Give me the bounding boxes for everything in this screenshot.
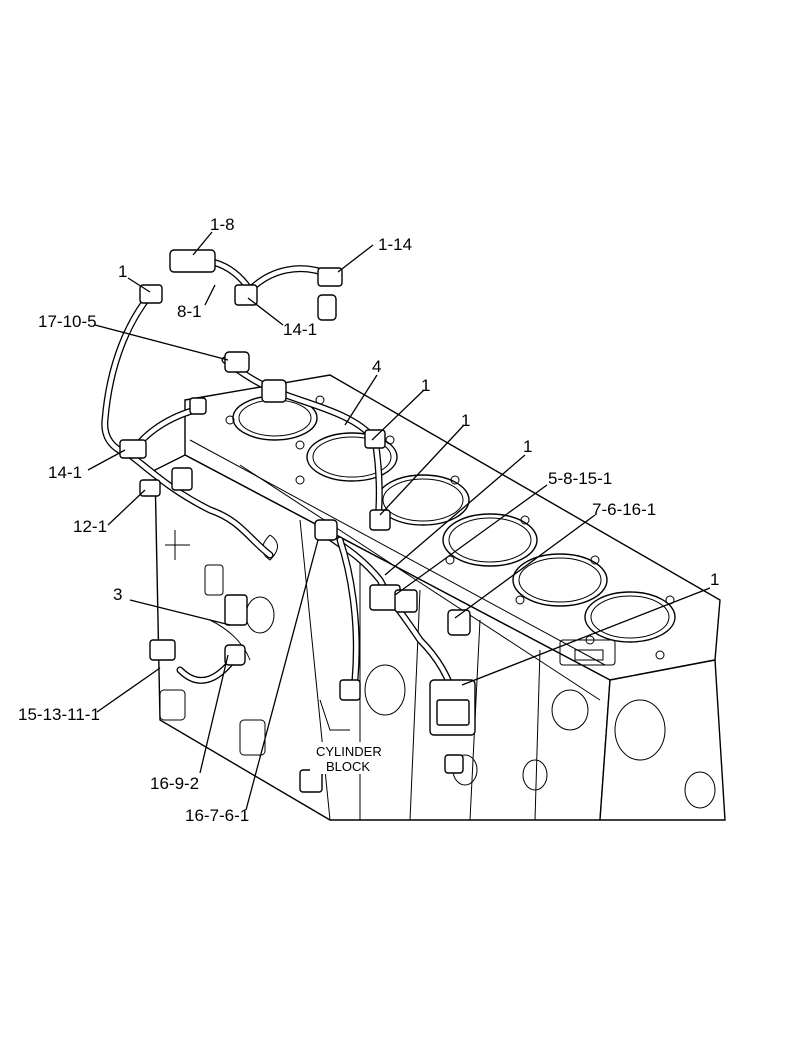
cylinder-block-label: CYLINDER BLOCK bbox=[310, 742, 382, 774]
callout-8-1: 8-1 bbox=[177, 302, 202, 321]
callout-16-7-6-1: 16-7-6-1 bbox=[185, 806, 249, 825]
callout-3: 3 bbox=[113, 585, 122, 604]
leader-lines bbox=[87, 231, 711, 811]
cylinder-block bbox=[154, 374, 726, 821]
callout-1-top: 1 bbox=[118, 262, 127, 281]
callout-12-1: 12-1 bbox=[73, 517, 107, 536]
callout-16-9-2: 16-9-2 bbox=[150, 774, 199, 793]
callout-1-8: 1-8 bbox=[210, 215, 235, 234]
callout-1-a: 1 bbox=[421, 376, 430, 395]
callout-15-13-11-1: 15-13-11-1 bbox=[18, 705, 100, 724]
callout-1-d: 1 bbox=[710, 570, 719, 589]
callout-4: 4 bbox=[372, 357, 381, 376]
callout-14-1-left: 14-1 bbox=[48, 463, 82, 482]
callout-7-6-16-1: 7-6-16-1 bbox=[592, 500, 656, 519]
callout-14-1-top: 14-1 bbox=[283, 320, 317, 339]
callout-labels: 1-8 1-14 1 8-1 14-1 17-10-5 4 1 1 1 5-8-… bbox=[18, 215, 719, 825]
callout-1-14: 1-14 bbox=[378, 235, 412, 254]
callout-1-b: 1 bbox=[461, 411, 470, 430]
label-block: BLOCK bbox=[326, 759, 370, 774]
wiring-harness bbox=[101, 249, 476, 793]
callout-5-8-15-1: 5-8-15-1 bbox=[548, 469, 612, 488]
callout-1-c: 1 bbox=[523, 437, 532, 456]
label-cylinder: CYLINDER bbox=[316, 744, 382, 759]
callout-17-10-5: 17-10-5 bbox=[38, 312, 97, 331]
